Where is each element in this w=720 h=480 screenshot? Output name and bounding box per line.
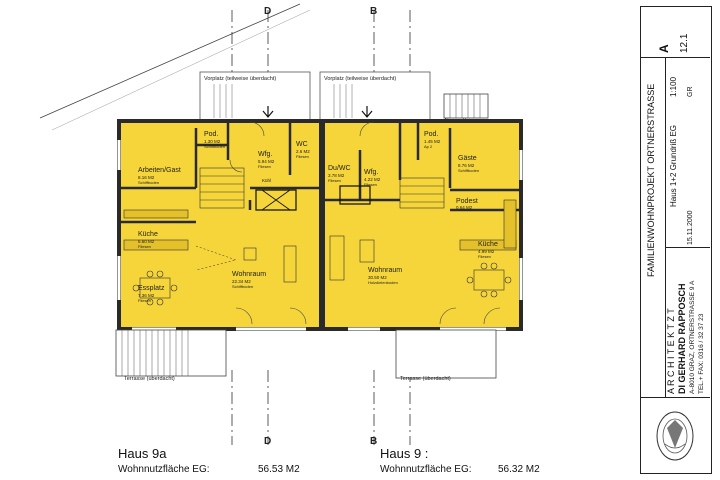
boundary-line-secondary — [51, 9, 311, 131]
house-9a-area-value: 56.53 M2 — [258, 464, 300, 475]
house-9-area-label: Wohnnutzfläche EG: — [380, 464, 472, 475]
room-wfg-left-floor: Fliesen — [258, 164, 271, 169]
room-wfg-right-name: Wfg. — [364, 169, 378, 176]
project-column: FAMILIENWOHNPROJEKT ORTNERSTRASSE — [641, 57, 666, 397]
terrasse-left-label: Terrasse (überdacht) — [124, 376, 175, 382]
room-arbeiten-floor: Schiffboden — [138, 180, 159, 185]
room-wfg-right-floor: Fliesen — [364, 182, 377, 187]
architect-name: DI GERHARD RAPPOSCH — [677, 283, 687, 394]
boundary-line — [39, 3, 301, 119]
vorplatz-stairs — [213, 84, 353, 118]
date: 15.11.2000 — [687, 210, 694, 245]
house-9a-fill — [120, 122, 320, 328]
room-kuche-left-name: Küche — [138, 231, 158, 238]
room-gaste-floor: Schiffboden — [458, 168, 479, 173]
room-arbeiten-name: Arbeiten/Gast — [138, 167, 181, 174]
house-9-area-value: 56.32 M2 — [498, 464, 540, 475]
house-9-walls — [321, 119, 523, 331]
room-wohnraum-right-name: Wohnraum — [368, 267, 402, 274]
interior-stairs — [199, 167, 445, 209]
room-kuche-right-floor: Fliesen — [478, 254, 491, 259]
terrasse-left — [115, 329, 227, 377]
furniture-right — [329, 235, 512, 298]
sheet-number-box: A 12.1 — [641, 7, 710, 58]
house-9a-name: Haus 9a — [118, 446, 167, 461]
room-pod-left-name: Pod. — [204, 131, 218, 138]
house-9-fill — [324, 122, 520, 328]
room-gaste-name: Gäste — [458, 155, 477, 162]
terrasse-left-deck — [121, 330, 189, 376]
architect-phone: TEL.+ FAX: 0316 / 32 37 23 — [698, 313, 705, 394]
windows — [117, 140, 523, 331]
seal-box — [641, 397, 710, 474]
house-9a-area-label: Wohnnutzfläche EG: — [118, 464, 210, 475]
room-wc-right-area: 3.78 M2 — [328, 173, 345, 178]
vorplatz-right-label: Vorplatz (teilweise überdacht) — [324, 76, 396, 82]
architect-title: A R C H I T E K T Z T — [666, 308, 676, 394]
room-wc-right-name: Du/WC — [328, 165, 351, 172]
drawn-by: GR — [687, 86, 694, 98]
room-pod-left-area: 1.30 M2 — [204, 139, 221, 144]
heizraum-stair — [443, 93, 489, 119]
project-name: FAMILIENWOHNPROJEKT ORTNERSTRASSE — [646, 83, 656, 277]
architect-seal-icon — [656, 411, 694, 461]
room-gaste-area: 8.76 M2 — [458, 163, 475, 168]
stair-handrails — [255, 185, 371, 211]
section-mark-d-top: D — [264, 6, 271, 17]
room-pod-right-area: 1.45 M2 — [424, 139, 441, 144]
interior-walls-left — [120, 122, 320, 224]
room-pod-right-floor: Ap 2 — [424, 144, 433, 149]
room-wc-left-floor: Fliesen — [296, 154, 309, 159]
room-wohnraum-right-floor: Holzdielenboden — [368, 280, 398, 285]
room-arbeiten-area: 8.16 M2 — [138, 175, 155, 180]
section-mark-b-top: B — [370, 6, 377, 17]
room-essplatz-area: 7.36 M2 — [138, 293, 155, 298]
vorplatz-left-label: Vorplatz (teilweise überdacht) — [204, 76, 276, 82]
room-wfg-right-area: 4.22 M2 — [364, 177, 381, 182]
scale: 1:100 — [669, 76, 678, 97]
terrasse-right-label: Terrasse (überdacht) — [400, 376, 451, 382]
room-wc-right-floor: Fliesen — [328, 178, 341, 183]
sofa-left — [243, 245, 297, 283]
room-wc-left-name: WC — [296, 141, 308, 148]
room-podest-area: 0.64 M2 — [456, 205, 473, 210]
title-block: A 12.1 FAMILIENWOHNPROJEKT ORTNERSTRASSE… — [640, 6, 712, 474]
room-wohnraum-left-area: 22.34 M2 — [232, 279, 251, 284]
room-wfg-left-name: Wfg. — [258, 151, 272, 158]
sheet-title: Haus 1+2 Grundriß EG — [669, 124, 678, 207]
room-wohnraum-right-area: 30.50 M2 — [368, 275, 387, 280]
section-mark-b-bottom: B — [370, 436, 377, 447]
door-swings — [229, 121, 501, 325]
room-essplatz-floor: Fliesen — [138, 298, 151, 303]
entrance-arrows — [262, 106, 373, 118]
room-kuche-right-name: Küche — [478, 241, 498, 248]
room-pod-right-name: Pod. — [424, 131, 438, 138]
room-essplatz-name: Essplatz — [138, 285, 165, 292]
section-mark-d-bottom: D — [264, 436, 271, 447]
furniture-dashed — [195, 245, 237, 271]
room-wohnraum-left-name: Wohnraum — [232, 271, 266, 278]
architect-info: A R C H I T E K T Z T DI GERHARD RAPPOSC… — [665, 247, 710, 398]
room-kuche-left-area: 6.60 M2 — [138, 239, 155, 244]
sheet-number: 12.1 — [679, 33, 690, 53]
room-wc-left-area: 2.6 M2 — [296, 149, 310, 154]
room-pod-left-floor: Schiffboden — [204, 144, 225, 149]
interior-walls-right — [324, 122, 520, 212]
kuhl-label: Kühl — [262, 178, 271, 183]
kitchen-counters — [123, 199, 517, 251]
room-kuche-right-area: 4.99 M2 — [478, 249, 495, 254]
room-podest-name: Podest — [456, 198, 478, 205]
terrasse-right — [395, 329, 497, 379]
room-wohnraum-left-floor: Schiffboden — [232, 284, 253, 289]
room-wfg-left-area: 5.94 M2 — [258, 159, 275, 164]
sheet-letter: A — [657, 44, 671, 53]
architect-address: A-8010 GRAZ, ORTNERSTRASSE 9 A — [689, 280, 696, 394]
room-kuche-left-floor: Fliesen — [138, 244, 151, 249]
vorplatz-right — [319, 71, 431, 121]
sheet-info: 1:100 GR Haus 1+2 Grundriß EG 15.11.2000 — [665, 57, 710, 247]
dining-table-left — [132, 270, 178, 306]
house-9-name: Haus 9 : — [380, 446, 429, 461]
